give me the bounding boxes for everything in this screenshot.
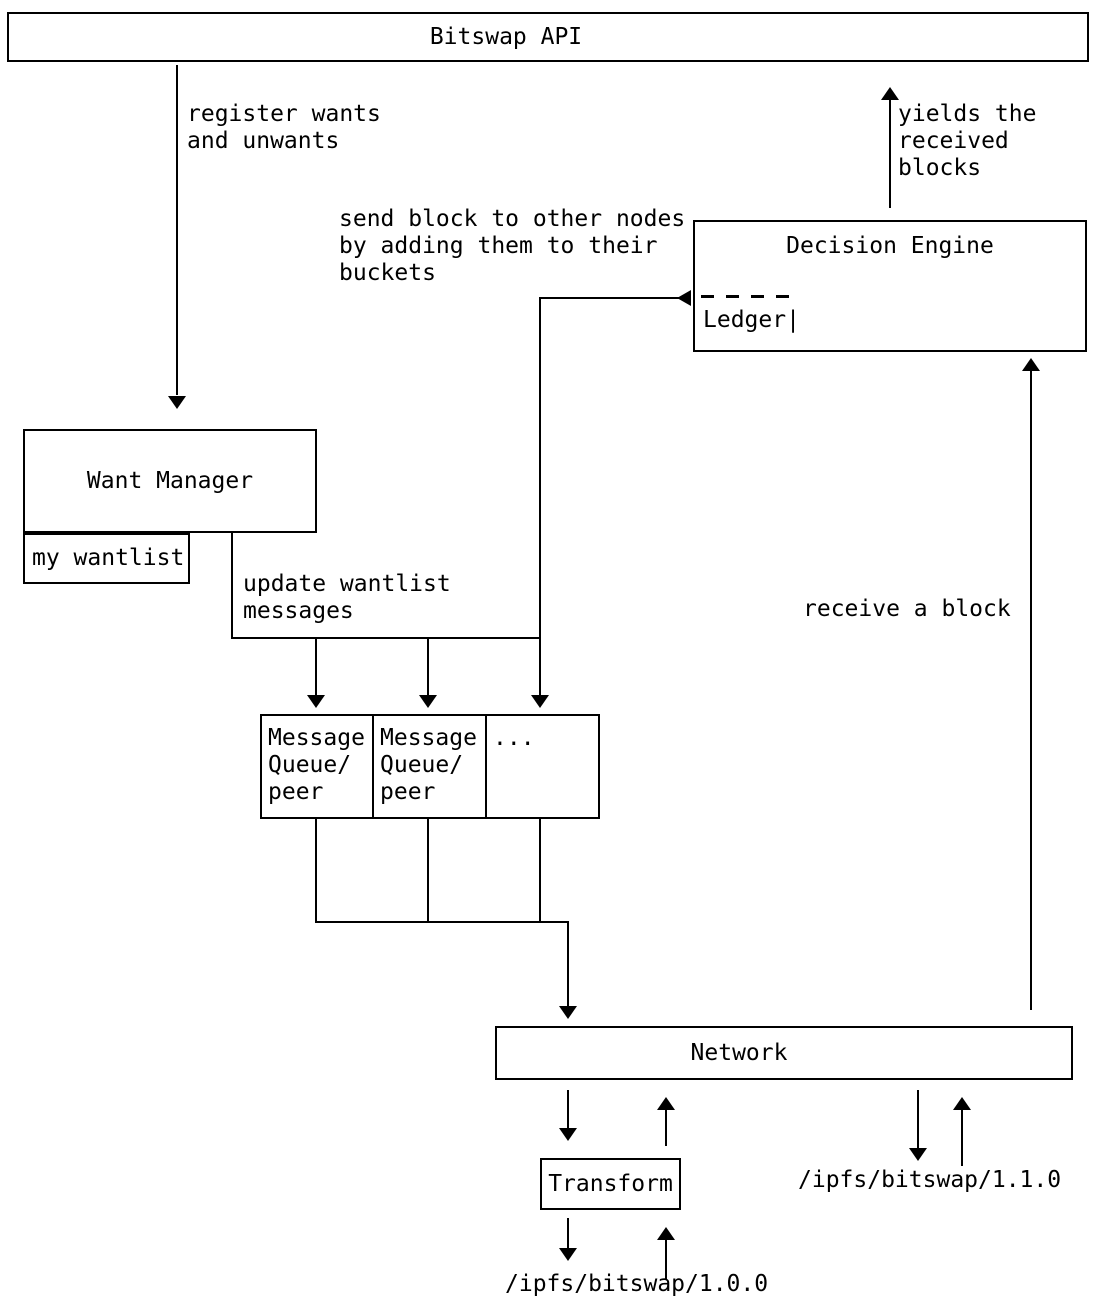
edge-110-network-up-line [961,1110,963,1166]
arrowhead-up-receive-block [1022,358,1040,371]
message-queue-cell-2: Message Queue/ peer [374,716,487,817]
arrowhead-down-queue-1 [307,695,325,708]
bitswap-api-label: Bitswap API [429,23,583,50]
protocol-label-1-1-0: /ipfs/bitswap/1.1.0 [798,1167,1062,1193]
edge-network-transform-down-line [567,1090,569,1128]
edge-receive-block-line [1030,371,1032,1010]
edge-merge-hline [315,921,569,923]
edge-merge-vline [567,921,569,1006]
edge-transform-100-down-line [567,1218,569,1248]
network-label: Network [690,1039,788,1066]
arrowhead-down-transform-100 [559,1248,577,1261]
edge-queue-drop-line-1 [315,639,317,695]
arrowhead-up-transform-network [657,1097,675,1110]
message-queue-cell-1: Message Queue/ peer [262,716,374,817]
arrowhead-down-network-transform [559,1128,577,1141]
decision-engine-box: Decision Engine Ledger| [693,220,1087,352]
network-box: Network [495,1026,1073,1080]
transform-label: Transform [548,1170,673,1197]
edge-yields-blocks-line [889,99,891,208]
want-manager-box: Want Manager [23,429,317,533]
ledger-dashed-line [701,295,791,298]
edge-transform-network-up-line [665,1110,667,1146]
my-wantlist-label: my wantlist [32,545,185,571]
edge-label-yields-blocks: yields the received blocks [898,101,1037,181]
transform-box: Transform [540,1158,681,1210]
ledger-label: Ledger| [703,307,800,333]
edge-100-transform-up-line [665,1240,667,1280]
edge-label-send-block: send block to other nodes by adding them… [339,206,686,286]
edge-queue-out-line-1 [315,818,317,923]
edge-label-update-wantlist: update wantlist messages [243,571,451,624]
edge-update-wantlist-vline [231,533,233,639]
arrowhead-down-register-wants [168,396,186,409]
edge-register-wants-line [176,65,178,395]
edge-send-block-hline [540,297,679,299]
decision-engine-label: Decision Engine [786,233,994,259]
arrowhead-down-queue-2 [419,695,437,708]
protocol-label-1-0-0: /ipfs/bitswap/1.0.0 [505,1271,769,1297]
edge-label-receive-block: receive a block [803,596,1011,622]
edge-label-register-wants: register wants and unwants [187,101,381,154]
arrowhead-down-to-network [559,1006,577,1019]
arrowhead-up-yields-blocks [881,87,899,100]
arrowhead-left-send-block [677,290,691,306]
bitswap-api-box: Bitswap API [7,12,1089,62]
edge-queue-drop-line-2 [427,639,429,695]
want-manager-label: Want Manager [86,467,254,494]
edge-update-wantlist-hline [231,637,541,639]
message-queues-box: Message Queue/ peer Message Queue/ peer … [260,714,600,819]
arrowhead-up-100-transform [657,1227,675,1240]
edge-queue-out-line-3 [539,818,541,923]
edge-send-block-vline [539,297,541,695]
edge-queue-out-line-2 [427,818,429,923]
edge-network-110-down-line [917,1090,919,1148]
arrowhead-down-network-110 [909,1148,927,1161]
my-wantlist-box: my wantlist [23,533,190,584]
message-queue-cell-ellipsis: ... [493,725,535,751]
arrowhead-up-110-network [953,1097,971,1110]
arrowhead-down-queue-3 [531,695,549,708]
